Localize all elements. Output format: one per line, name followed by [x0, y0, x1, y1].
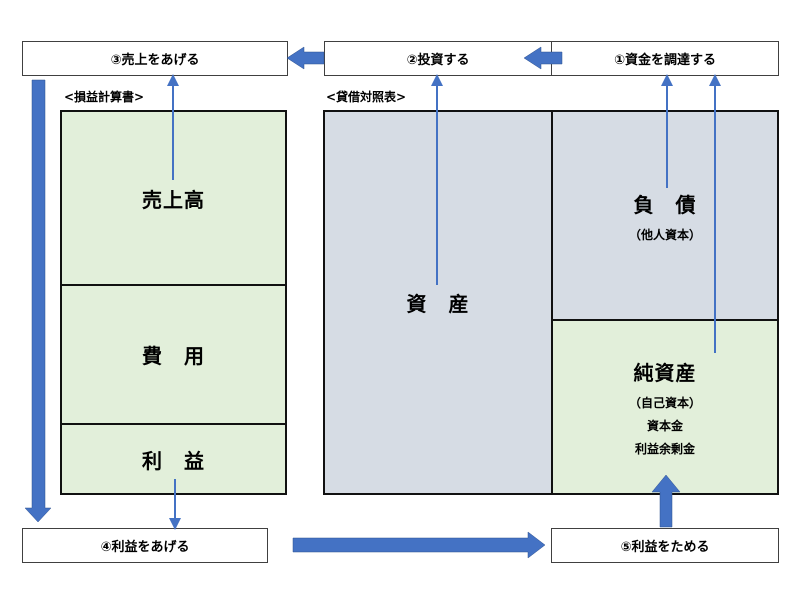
- profit-cell: 利 益: [60, 423, 287, 495]
- expenses-label: 費 用: [142, 344, 205, 368]
- step5-box: ⑤利益をためる: [551, 528, 779, 563]
- arrow-step2-to-step3: [286, 46, 325, 70]
- balance-sheet-caption: <貸借対照表>: [326, 90, 407, 104]
- step5-label: ⑤利益をためる: [620, 540, 710, 555]
- liabilities-cell: 負 債 （他人資本）: [551, 110, 779, 321]
- liabilities-label: 負 債: [633, 192, 697, 217]
- sales-cell: 売上高: [60, 110, 287, 286]
- step1-box: ①資金を調達する: [551, 41, 779, 76]
- arrow-step4-to-step5: [292, 531, 546, 559]
- profit-label: 利 益: [142, 448, 205, 473]
- liabilities-sub-label: （他人資本）: [628, 227, 701, 242]
- step3-label: ③売上をあげる: [110, 53, 200, 68]
- step3-box: ③売上をあげる: [22, 41, 288, 76]
- step4-box: ④利益をあげる: [22, 528, 268, 563]
- step1-label: ①資金を調達する: [613, 53, 716, 68]
- step2-label: ②投資する: [406, 53, 470, 68]
- capital-stock-label: 資本金: [646, 419, 683, 433]
- net-assets-label: 純資産: [633, 361, 697, 385]
- sales-label: 売上高: [142, 187, 205, 212]
- expenses-cell: 費 用: [60, 284, 287, 425]
- assets-cell: 資 産: [323, 110, 553, 495]
- net-assets-sub-label: （自己資本）: [628, 396, 701, 410]
- assets-label: 資 産: [406, 292, 470, 316]
- step4-label: ④利益をあげる: [100, 540, 190, 555]
- arrow-step3-to-step4: [24, 79, 52, 523]
- income-statement-caption: <損益計算書>: [64, 90, 145, 104]
- net-assets-cell: 純資産 （自己資本） 資本金 利益余剰金: [551, 319, 779, 495]
- step2-box: ②投資する: [324, 41, 552, 76]
- retained-earnings-label: 利益余剰金: [634, 442, 695, 456]
